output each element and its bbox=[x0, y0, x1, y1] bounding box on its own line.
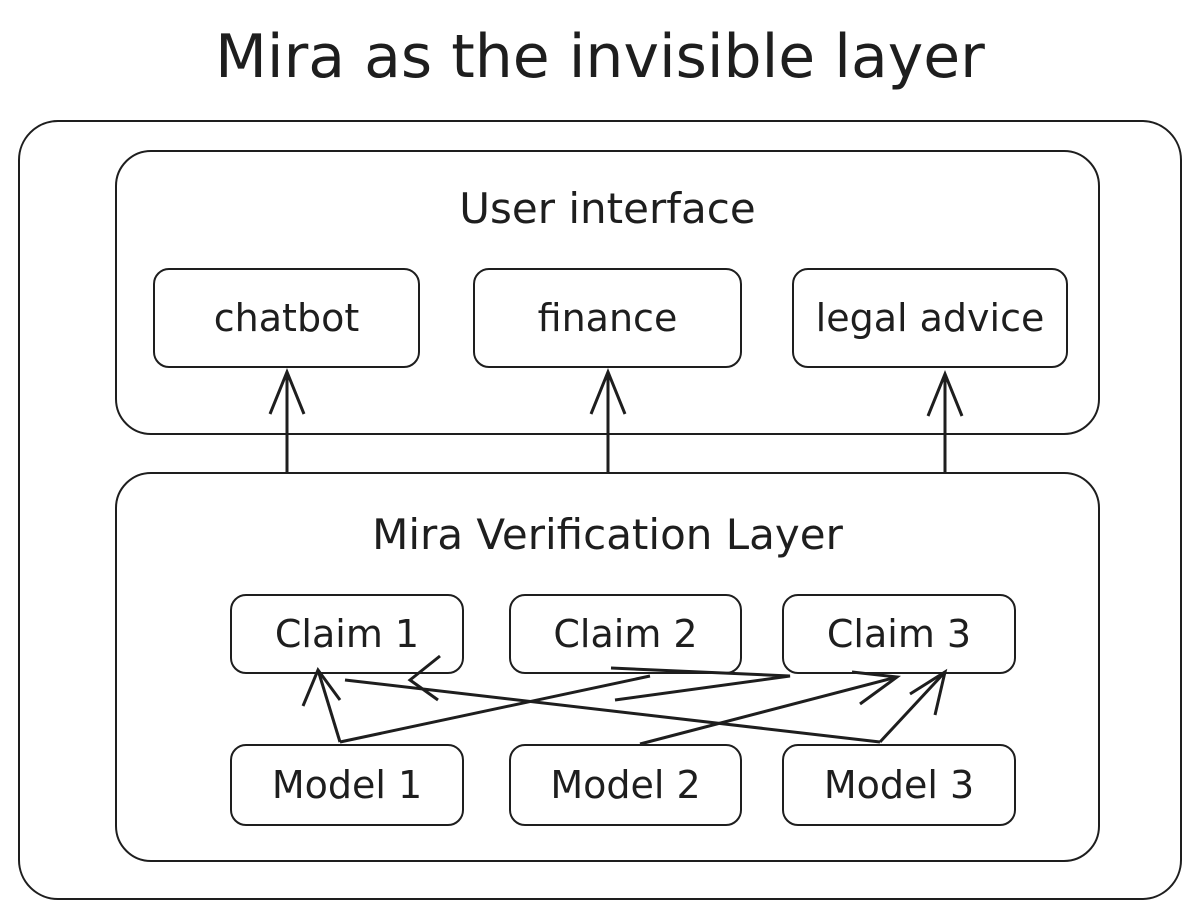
app-finance: finance bbox=[473, 268, 742, 368]
arrowhead-claim1-b bbox=[407, 654, 441, 702]
arrow-model3-to-claim1 bbox=[344, 678, 881, 744]
arrowhead-claim3-a bbox=[851, 670, 902, 706]
arrow-model1-to-claim1 bbox=[316, 669, 342, 743]
model-1: Model 1 bbox=[230, 744, 464, 826]
user-interface-label: User interface bbox=[459, 184, 756, 233]
arrowhead-claim1-a bbox=[301, 666, 342, 707]
claim-1: Claim 1 bbox=[230, 594, 464, 674]
model-3: Model 3 bbox=[782, 744, 1016, 826]
arrowhead-legal-advice bbox=[926, 370, 964, 417]
arrowhead-chatbot bbox=[268, 368, 306, 415]
verification-layer-group bbox=[115, 472, 1100, 862]
verification-layer-label: Mira Verification Layer bbox=[372, 510, 843, 559]
model-2: Model 2 bbox=[509, 744, 742, 826]
arrowhead-finance bbox=[589, 368, 627, 415]
diagram-title: Mira as the invisible layer bbox=[215, 22, 985, 92]
app-legal-advice: legal advice bbox=[792, 268, 1068, 368]
claim-3: Claim 3 bbox=[782, 594, 1016, 674]
arrow-model2-to-claim3 bbox=[639, 675, 898, 746]
claim-2: Claim 2 bbox=[509, 594, 742, 674]
arrowhead-claim2-final bbox=[610, 666, 791, 702]
outer-container bbox=[18, 120, 1182, 900]
arrow-model1-to-claim2 bbox=[339, 674, 651, 744]
arrow-model3-to-claim3 bbox=[878, 670, 947, 744]
arrowhead-claim3-b bbox=[909, 668, 948, 716]
app-chatbot: chatbot bbox=[153, 268, 420, 368]
